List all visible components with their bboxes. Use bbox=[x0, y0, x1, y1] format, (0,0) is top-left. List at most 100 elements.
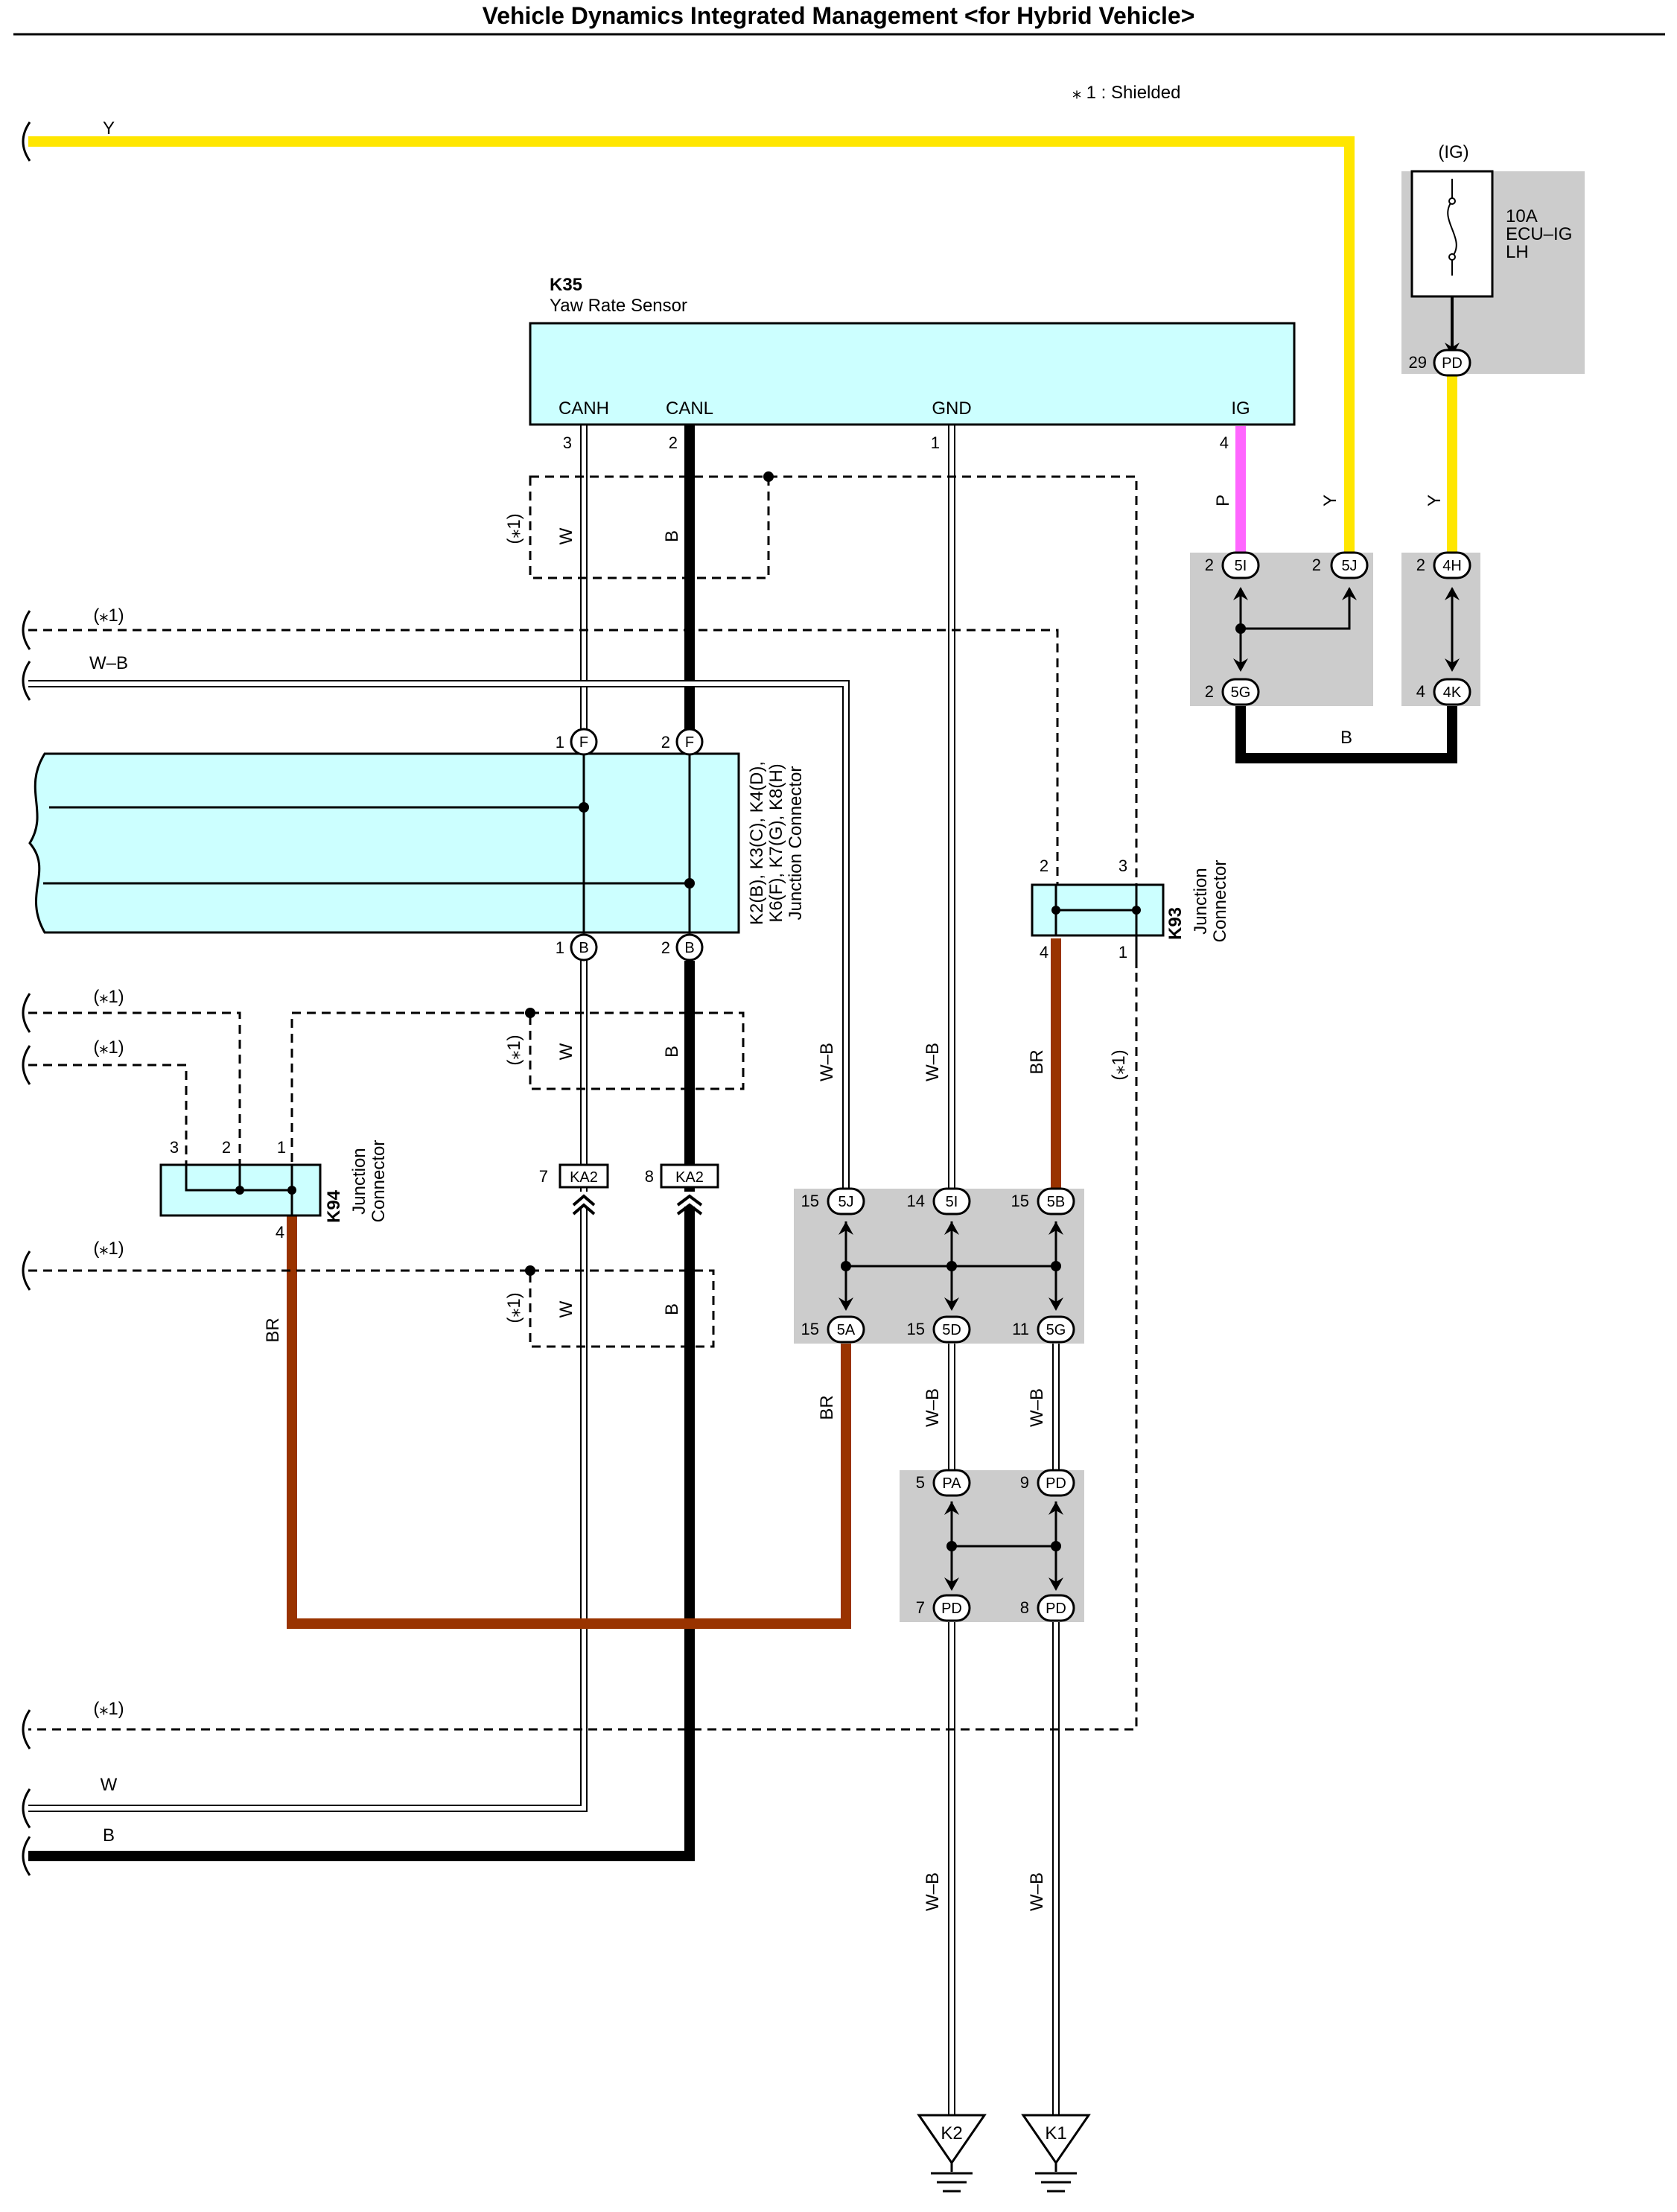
connector-4h bbox=[1433, 551, 1471, 579]
c5j-label: 5J bbox=[1341, 558, 1357, 574]
fuse-icon bbox=[1447, 179, 1457, 276]
wire-label-b-link: B bbox=[1340, 728, 1352, 748]
wire-label-w-bottom: W bbox=[101, 1775, 118, 1795]
connector-5i bbox=[1221, 551, 1260, 579]
c4k-pin: 4 bbox=[1416, 682, 1425, 701]
k93-name-1: Junction bbox=[1191, 868, 1211, 934]
shield-label-6: (⁎1) bbox=[93, 1699, 124, 1719]
c5j-mid-pin: 15 bbox=[801, 1192, 819, 1210]
k93-pin-3: 3 bbox=[1118, 856, 1127, 875]
c5d-pin: 15 bbox=[907, 1320, 925, 1338]
pin-gnd: GND bbox=[932, 398, 971, 419]
c5i-mid-label: 5I bbox=[946, 1194, 958, 1210]
c5a-pin: 15 bbox=[801, 1320, 819, 1338]
pin-b-1 bbox=[570, 933, 598, 962]
c5a-label: 5A bbox=[837, 1322, 856, 1338]
k93-name-2: Connector bbox=[1210, 860, 1230, 943]
pin-num-canl: 2 bbox=[669, 433, 678, 452]
connector-ka2-7: KA2 7 bbox=[539, 1163, 609, 1215]
c5g-label-top: 5G bbox=[1231, 684, 1251, 701]
pin-f-1 bbox=[570, 728, 598, 756]
wire-label-wb-4: W–B bbox=[923, 1388, 943, 1427]
shielded-note: ⁎ 1 : Shielded bbox=[1072, 83, 1180, 103]
connector-5g-mid bbox=[1037, 1315, 1075, 1344]
shield-lines bbox=[28, 475, 1138, 1731]
wire-label-wb-5: W–B bbox=[1027, 1388, 1047, 1427]
connector-pd-9 bbox=[1037, 1469, 1075, 1497]
connector-5g-top bbox=[1221, 678, 1260, 706]
connector-5i-mid bbox=[932, 1187, 971, 1215]
wire-label-b1: B bbox=[662, 530, 682, 542]
wire-wb-left bbox=[28, 681, 848, 1189]
connector-5j-mid bbox=[827, 1187, 865, 1215]
jc-main-codes-2: K6(F), K7(G), K8(H) bbox=[766, 763, 786, 922]
wire-label-wb-left: W–B bbox=[89, 653, 128, 673]
connector-pd-7 bbox=[932, 1594, 971, 1622]
k93-code: K93 bbox=[1165, 907, 1186, 940]
connector-5b bbox=[1037, 1187, 1075, 1215]
wire-label-br-k94: BR bbox=[263, 1318, 283, 1342]
splice-5j-5i-5b bbox=[838, 1221, 1063, 1311]
cpd8-label: PD bbox=[1046, 1601, 1066, 1617]
jc-main-codes-1: K2(B), K3(C), K4(D), bbox=[747, 761, 767, 925]
jc-pin-b-2: B bbox=[684, 940, 694, 956]
connector-pa bbox=[932, 1469, 971, 1497]
wire-label-w3: W bbox=[556, 1300, 576, 1318]
cpd9-label: PD bbox=[1046, 1475, 1066, 1492]
pin-num-gnd: 1 bbox=[931, 433, 940, 452]
page-title: Vehicle Dynamics Integrated Management <… bbox=[483, 2, 1195, 29]
c5j-pin: 2 bbox=[1312, 556, 1321, 574]
c5g-mid-label: 5G bbox=[1046, 1322, 1066, 1338]
k94-name-2: Connector bbox=[369, 1140, 389, 1223]
wire-br-k94 bbox=[287, 1214, 851, 1629]
wire-label-wb-6: W–B bbox=[923, 1872, 943, 1911]
pin-num-canh: 3 bbox=[563, 433, 572, 452]
shield-label-1: (⁎1) bbox=[504, 513, 524, 544]
connector-4k bbox=[1433, 678, 1471, 706]
c4h-pin: 2 bbox=[1416, 556, 1425, 574]
cpa-pin: 5 bbox=[916, 1473, 925, 1492]
junction-connector-main bbox=[28, 752, 740, 934]
splice-4h-4k bbox=[1445, 587, 1460, 672]
c5g-mid-pin: 11 bbox=[1012, 1320, 1029, 1338]
k94-name-1: Junction bbox=[349, 1148, 369, 1214]
shield-label-7: (⁎1) bbox=[1109, 1049, 1129, 1080]
pin-num-29: 29 bbox=[1409, 353, 1427, 372]
wire-label-b-bottom: B bbox=[103, 1825, 115, 1846]
splice-pa-pd bbox=[944, 1501, 1063, 1591]
wire-label-y1: Y bbox=[1320, 495, 1340, 506]
shield-label-4: (⁎1) bbox=[93, 1037, 124, 1058]
c5b-label: 5B bbox=[1047, 1194, 1065, 1210]
wire-b-canl bbox=[28, 1207, 695, 1861]
c5b-pin: 15 bbox=[1011, 1192, 1029, 1210]
c5g-pin-top: 2 bbox=[1205, 682, 1214, 701]
jc-main-name: Junction Connector bbox=[786, 766, 806, 921]
jc-pin-num-1-top: 1 bbox=[556, 733, 564, 751]
ig-label: (IG) bbox=[1438, 142, 1468, 162]
pin-canl: CANL bbox=[666, 398, 713, 419]
jc-pin-num-1-bottom: 1 bbox=[556, 938, 564, 957]
c4h-label: 4H bbox=[1442, 558, 1462, 574]
cpd8-pin: 8 bbox=[1020, 1598, 1029, 1617]
ground-label-k2: K2 bbox=[941, 2123, 962, 2143]
cpd7-pin: 7 bbox=[916, 1598, 925, 1617]
k94-pin-4: 4 bbox=[276, 1223, 284, 1242]
c5i-mid-pin: 14 bbox=[907, 1192, 925, 1210]
wire-label-w2: W bbox=[556, 1043, 576, 1060]
k94-pin-3: 3 bbox=[170, 1138, 179, 1157]
ground-k2: K2 bbox=[917, 2114, 987, 2193]
wire-label-b2: B bbox=[662, 1046, 682, 1058]
shield-label-3: (⁎1) bbox=[93, 987, 124, 1007]
ka2-pin-7: 7 bbox=[539, 1167, 548, 1186]
ka2-label-2: KA2 bbox=[675, 1169, 704, 1186]
jc-pin-f-1: F bbox=[579, 734, 588, 751]
wire-break-marks bbox=[22, 121, 31, 1876]
cpa-label: PA bbox=[942, 1475, 961, 1492]
connector-5a bbox=[827, 1315, 865, 1344]
c5i-pin: 2 bbox=[1205, 556, 1214, 574]
wire-label-br-5a: BR bbox=[817, 1395, 837, 1420]
shield-label-5: (⁎1) bbox=[93, 1239, 124, 1259]
connector-pd-29 bbox=[1433, 349, 1471, 377]
ground-k1: K1 bbox=[1021, 2114, 1091, 2193]
